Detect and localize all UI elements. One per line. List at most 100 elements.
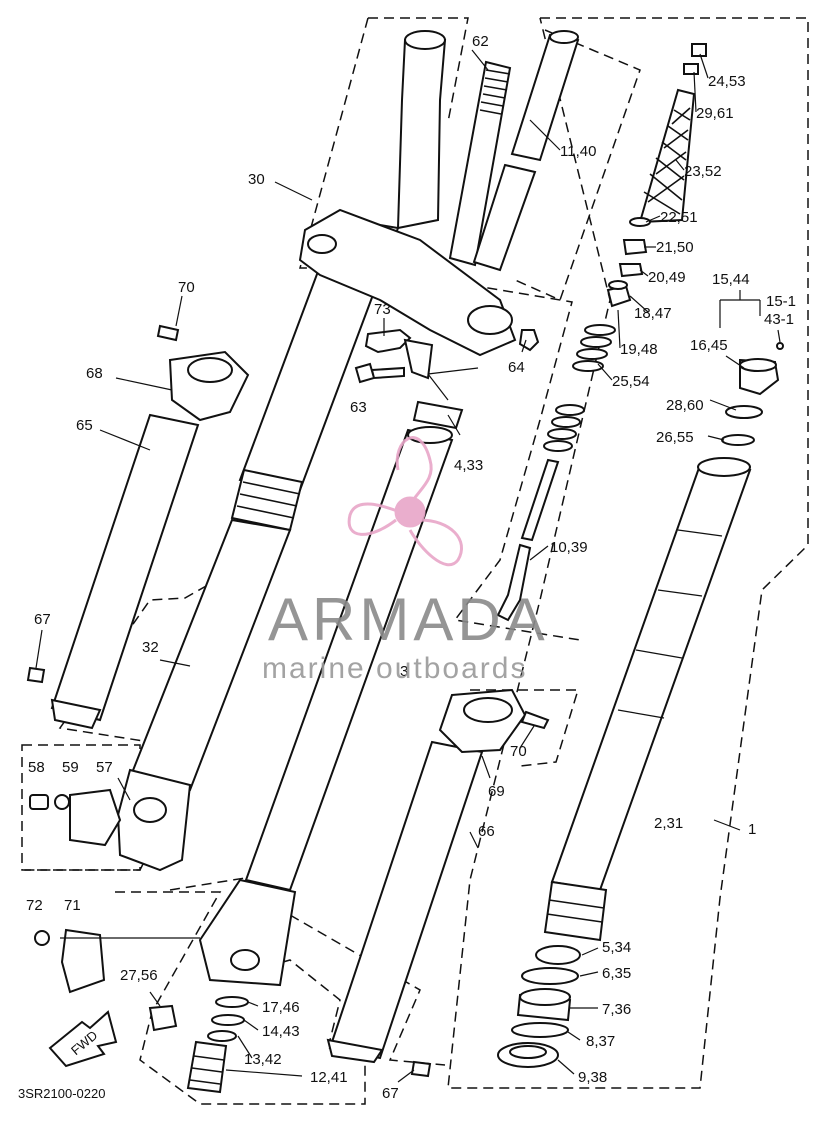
washer-13-42 <box>207 1030 237 1042</box>
callout-65: 65 <box>76 417 93 434</box>
inner-tube-30-cap <box>404 30 446 50</box>
washer-6-35 <box>521 967 579 985</box>
callout-16-45: 16,45 <box>690 337 728 354</box>
callout-64: 64 <box>508 359 525 376</box>
callout-29-61: 29,61 <box>696 105 734 122</box>
watermark-brand: ARMADA <box>268 586 549 653</box>
callout-62: 62 <box>472 33 489 50</box>
callout-28-60: 28,60 <box>666 397 704 414</box>
bolt-70-right <box>520 710 550 730</box>
callout-23-52: 23,52 <box>684 163 722 180</box>
inner-tube-2-31 <box>550 463 752 892</box>
callout-3: 3 <box>400 663 408 680</box>
o-ring-15-1 <box>776 342 784 350</box>
spring-25-54 <box>543 324 616 452</box>
cable-guide-73 <box>364 328 412 354</box>
slide-bush <box>543 880 608 942</box>
bolt-67-left <box>26 666 46 684</box>
callout-17-46: 17,46 <box>262 999 300 1016</box>
callout-15-1: 15-1 <box>766 293 796 310</box>
callout-10-39: 10,39 <box>550 539 588 556</box>
callout-63: 63 <box>350 399 367 416</box>
callout-1: 1 <box>748 821 756 838</box>
callout-19-48: 19,48 <box>620 341 658 358</box>
fork-guard-66 <box>328 740 484 1060</box>
steering-crown <box>298 208 517 357</box>
damper-rod-11-40 <box>510 33 580 162</box>
callout-27-56: 27,56 <box>120 967 158 984</box>
watermark: ARMADA marine outboards <box>262 436 549 685</box>
seal-14-43 <box>211 1014 245 1026</box>
callout-4-33: 4,33 <box>454 457 483 474</box>
callout-20-49: 20,49 <box>648 269 686 286</box>
callout-13-42: 13,42 <box>244 1051 282 1068</box>
bush-5-34 <box>535 945 581 965</box>
callout-70: 70 <box>178 279 195 296</box>
fork-guard-66-bottom <box>326 1038 384 1064</box>
center-fork-assembly <box>198 30 632 1064</box>
callout-57: 57 <box>96 759 113 776</box>
nut-21-50 <box>622 239 648 256</box>
nut-20-49 <box>618 263 644 278</box>
washer-22-51 <box>629 217 651 227</box>
rod-10-39-needle <box>496 543 532 622</box>
callout-70-right: 70 <box>510 743 527 760</box>
callout-59: 59 <box>62 759 79 776</box>
callout-6-35: 6,35 <box>602 965 631 982</box>
dust-seal-4-33 <box>412 400 464 430</box>
spring-23-52 <box>638 88 696 224</box>
callout-24-53: 24,53 <box>708 73 746 90</box>
axle-clamp-57 <box>69 788 122 847</box>
bolt-63 <box>354 362 405 384</box>
callout-43-1: 43-1 <box>764 311 794 328</box>
washer-59 <box>54 794 70 810</box>
stem-threads <box>479 69 511 115</box>
callout-21-50: 21,50 <box>656 239 694 256</box>
callout-67-top: 67 <box>34 611 51 628</box>
rod-10-39 <box>520 458 560 542</box>
callout-9-38: 9,38 <box>578 1069 607 1086</box>
right-fork-assembly <box>497 43 784 1068</box>
callout-11-40: 11,40 <box>560 143 596 160</box>
adjuster-27-56 <box>148 1004 178 1032</box>
callout-labels: 62 30 70 68 65 73 63 64 4,33 11,40 24,53… <box>26 33 796 1102</box>
nut-72 <box>34 930 50 946</box>
o-ring-26-55 <box>721 434 755 446</box>
callout-26-55: 26,55 <box>656 429 694 446</box>
watermark-tagline: marine outboards <box>262 652 527 685</box>
callout-58: 58 <box>28 759 45 776</box>
callout-25-54: 25,54 <box>612 373 650 390</box>
left-fork-assembly <box>50 30 540 872</box>
crown-hole-right <box>467 305 513 335</box>
propeller-logo-icon <box>347 436 464 567</box>
callout-73: 73 <box>374 301 391 318</box>
callout-12-41: 12,41 <box>310 1069 348 1086</box>
damper-tube-lower <box>472 163 537 272</box>
callout-22-51: 22,51 <box>660 209 698 226</box>
callout-8-37: 8,37 <box>586 1033 615 1050</box>
diagram-code: 3SR2100-0220 <box>18 1086 105 1101</box>
callout-68: 68 <box>86 365 103 382</box>
o-ring-17-46 <box>215 996 249 1008</box>
spacer-29-61 <box>683 63 699 75</box>
crown-hole-left <box>307 234 337 254</box>
callout-7-36: 7,36 <box>602 1001 631 1018</box>
nut-64 <box>518 329 540 352</box>
fwd-arrow-icon <box>48 1010 118 1068</box>
callout-32: 32 <box>142 639 159 656</box>
small-parts: FWD <box>26 666 550 1094</box>
bolt-67-bottom <box>410 1060 432 1078</box>
plug-58 <box>29 794 49 810</box>
fork-guard-65-bottom <box>50 698 102 730</box>
bottom-bolt-12-41 <box>186 1040 228 1094</box>
callout-14-43: 14,43 <box>262 1023 300 1040</box>
callout-30: 30 <box>248 171 265 188</box>
leader-lines <box>35 49 781 1083</box>
callout-15-44: 15,44 <box>712 271 750 288</box>
callout-67-bottom: 67 <box>382 1085 399 1102</box>
callout-72: 72 <box>26 897 43 914</box>
callout-69: 69 <box>488 783 505 800</box>
callout-2-31: 2,31 <box>654 815 683 832</box>
plate-71 <box>60 928 106 994</box>
bolt-70-top <box>156 324 180 342</box>
